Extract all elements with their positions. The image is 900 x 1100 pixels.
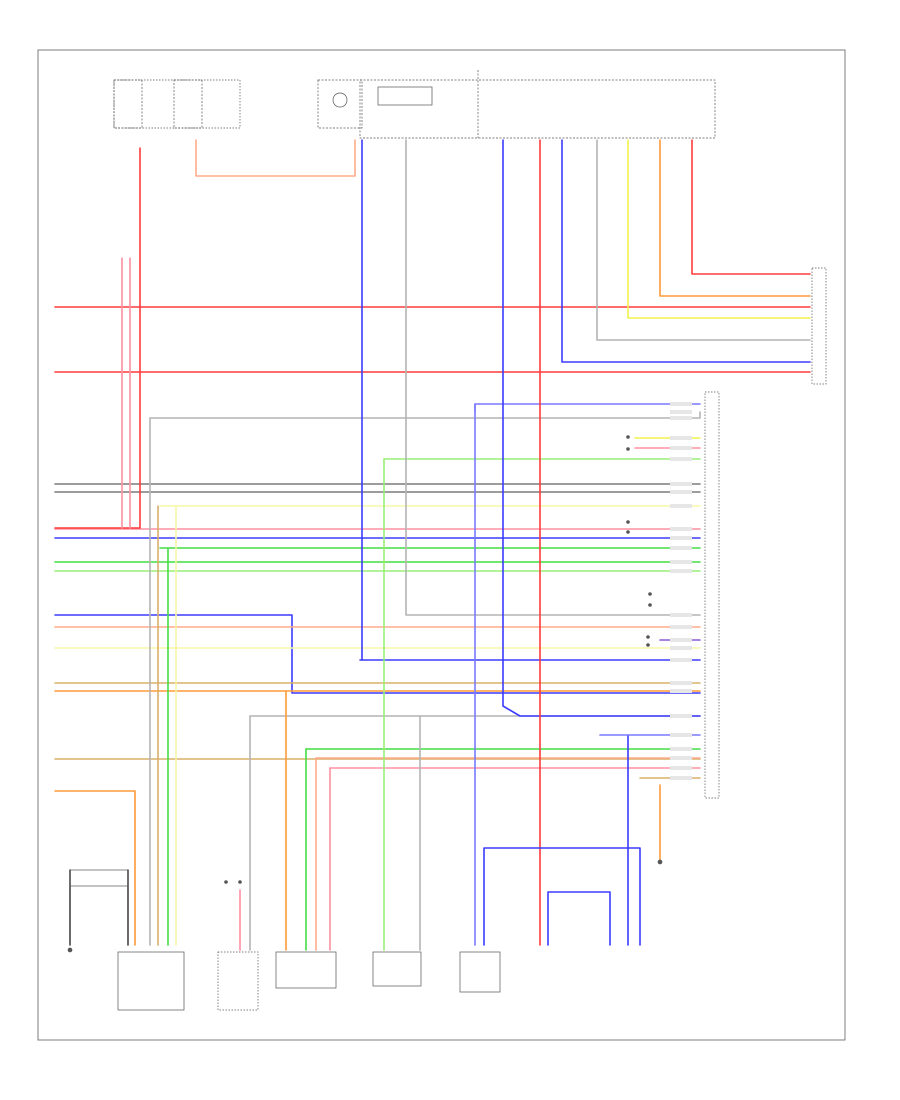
wire — [691, 139, 811, 275]
fuse-box-b — [173, 79, 203, 129]
ground-dot-1 — [67, 947, 73, 953]
wire-color-tag — [670, 689, 692, 693]
instrument-cluster — [359, 79, 716, 139]
wire-color-tag — [670, 457, 692, 461]
wire-color-tag — [670, 658, 692, 662]
wire-color-tag — [670, 613, 692, 617]
wire — [547, 891, 611, 946]
wire-color-tag — [670, 714, 692, 718]
component-box-6 — [69, 869, 129, 887]
wire-color-tag — [670, 646, 692, 650]
wire-color-tag — [670, 569, 692, 573]
wire-tags — [670, 402, 692, 780]
wire — [596, 139, 811, 341]
component-box-4 — [372, 951, 422, 987]
wire-color-tag — [670, 402, 692, 406]
wire-color-tag — [670, 482, 692, 486]
wire-color-tag — [670, 638, 692, 642]
connector-dots — [224, 435, 652, 884]
wire-color-tag — [670, 546, 692, 550]
ecm-connector-housing — [704, 391, 720, 799]
wire-color-tag — [670, 504, 692, 508]
component-box-2 — [217, 951, 259, 1011]
sensor-housing — [317, 79, 363, 129]
wire — [195, 139, 356, 177]
wire-color-tag — [670, 436, 692, 440]
wire — [659, 139, 811, 297]
component-box-5 — [459, 951, 501, 993]
fuse-box-a — [113, 79, 143, 129]
wire-color-tag — [670, 490, 692, 494]
wire — [474, 403, 701, 413]
wire — [54, 147, 141, 529]
wire-color-tag — [670, 625, 692, 629]
wire-color-tag — [670, 776, 692, 780]
wire-color-tag — [670, 756, 692, 760]
fuse-group — [113, 79, 241, 129]
wire-color-tag — [670, 536, 692, 540]
wire-color-tag — [670, 446, 692, 450]
wire-color-tag — [670, 527, 692, 531]
wire — [502, 139, 701, 717]
bottom-components — [67, 859, 663, 1011]
wire-color-tag — [670, 410, 692, 414]
wire-color-tag — [670, 416, 692, 420]
wire-color-tag — [670, 560, 692, 564]
wire — [54, 790, 136, 946]
diagram-frame — [37, 49, 846, 1041]
wire — [561, 139, 811, 363]
wire — [405, 139, 701, 616]
relay-housing — [377, 86, 433, 106]
wire-color-tag — [670, 747, 692, 751]
component-box-1 — [117, 951, 185, 1011]
wire-color-tag — [670, 766, 692, 770]
wire — [627, 139, 811, 319]
wire-color-tag — [670, 681, 692, 685]
wire — [149, 411, 701, 419]
top-components — [113, 70, 716, 139]
wires — [54, 139, 811, 951]
wire — [54, 614, 701, 694]
ecm-top-connector — [811, 267, 827, 385]
sensor-symbol — [332, 92, 348, 108]
ecm-connector — [704, 267, 827, 799]
component-box-3 — [275, 951, 337, 989]
wire-color-tag — [670, 733, 692, 737]
ground-dot-2 — [657, 859, 663, 865]
wire — [483, 847, 641, 946]
